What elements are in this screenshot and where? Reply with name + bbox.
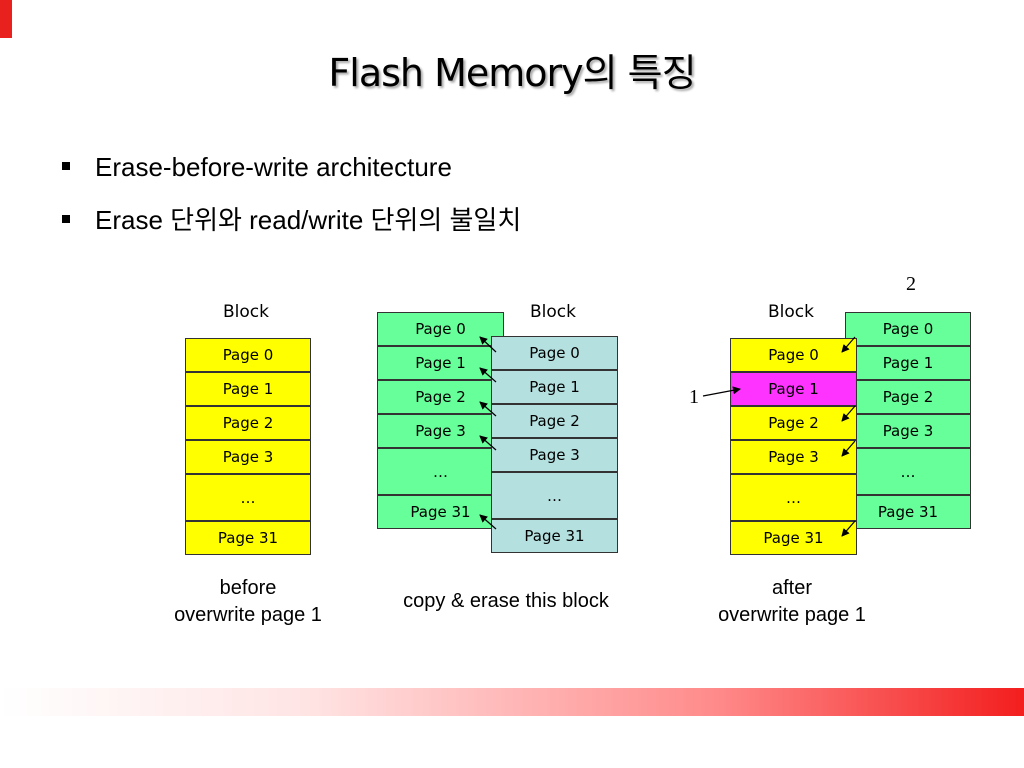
block-label: Block: [223, 302, 269, 322]
caption-line: after: [771, 577, 813, 599]
page-cell: Page 2: [845, 380, 971, 414]
page-cell: Page 0: [377, 312, 504, 346]
caption-line: overwrite page 1: [174, 604, 322, 626]
caption-before: before overwrite page 1: [148, 575, 348, 629]
block-label: Block: [530, 302, 576, 322]
caption-line: before: [219, 577, 277, 599]
page-cell: Page 0: [185, 338, 311, 372]
block-label: Block: [768, 302, 814, 322]
page-cell-overwritten: Page 1: [730, 372, 857, 406]
page-cell: …: [730, 474, 857, 521]
bullet-square-icon: [62, 162, 70, 171]
page-cell: Page 2: [730, 406, 857, 440]
step-number: 2: [906, 273, 916, 295]
bullet-item: Erase 단위와 read/write 단위의 불일치: [62, 200, 521, 237]
page-cell: Page 3: [845, 414, 971, 448]
page-cell: Page 31: [377, 495, 504, 529]
page-cell: Page 31: [185, 521, 311, 555]
bullet-square-icon: [62, 215, 70, 224]
page-cell: Page 31: [730, 521, 857, 555]
page-cell: Page 2: [377, 380, 504, 414]
slide-title: Flash Memory의 특징: [328, 51, 696, 95]
corner-accent: [0, 0, 12, 38]
page-cell: …: [377, 448, 504, 495]
page-cell: Page 31: [491, 519, 618, 553]
page-cell: Page 2: [185, 406, 311, 440]
page-cell: Page 0: [491, 336, 618, 370]
bullet-item: Erase-before-write architecture: [62, 152, 452, 183]
page-cell: …: [185, 474, 311, 521]
page-cell: Page 3: [491, 438, 618, 472]
page-cell: Page 0: [845, 312, 971, 346]
page-cell: Page 1: [185, 372, 311, 406]
page-cell: Page 31: [845, 495, 971, 529]
page-cell: Page 1: [845, 346, 971, 380]
step-number: 1: [689, 386, 699, 408]
bullet-text: Erase-before-write architecture: [95, 152, 452, 182]
bullet-text: Erase 단위와 read/write 단위의 불일치: [95, 205, 522, 235]
page-cell: Page 3: [730, 440, 857, 474]
caption-after: after overwrite page 1: [692, 575, 892, 629]
page-cell: Page 2: [491, 404, 618, 438]
page-cell: Page 0: [730, 338, 857, 372]
page-cell: Page 1: [491, 370, 618, 404]
page-cell: Page 1: [377, 346, 504, 380]
footer-gradient-bar: [0, 688, 1024, 716]
page-cell: …: [491, 472, 618, 519]
page-cell: Page 3: [377, 414, 504, 448]
caption-line: overwrite page 1: [718, 604, 866, 626]
page-cell: …: [845, 448, 971, 495]
caption-copy-erase: copy & erase this block: [403, 590, 609, 612]
page-cell: Page 3: [185, 440, 311, 474]
